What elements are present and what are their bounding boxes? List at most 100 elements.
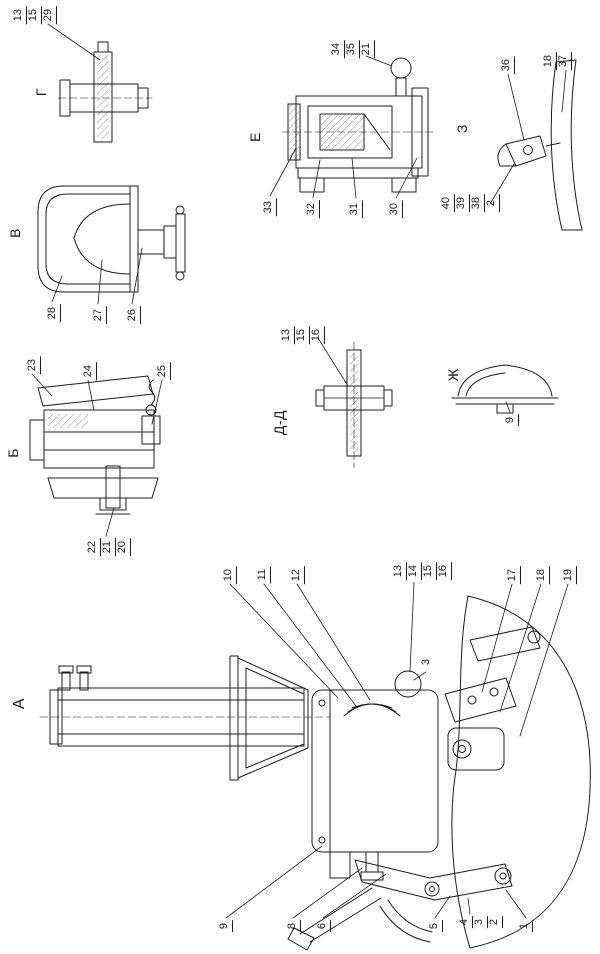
callout-number: 33 [262, 198, 277, 217]
bell-cover [237, 657, 309, 779]
callout-number: 26 [126, 306, 141, 325]
callout-number: 39 [455, 194, 470, 213]
callout-number: 16 [310, 326, 325, 345]
view-dd-drawing [315, 341, 393, 469]
callout-number: 14 [407, 562, 422, 581]
callout-11: 11 [256, 566, 271, 584]
view-v-drawing [37, 185, 186, 293]
callout-group-40-39-38-2: 40 39 38 2 [440, 194, 500, 213]
callout-23: 23 [26, 356, 41, 375]
callout-number: 23 [26, 356, 41, 375]
fender-outline [467, 595, 591, 949]
callout-28: 28 [46, 304, 61, 323]
callout-group-13-15-16: 13 15 16 [280, 326, 325, 345]
view-label-a: А [11, 698, 28, 710]
callout-number: 2 [485, 194, 500, 213]
callout-25: 25 [156, 362, 171, 381]
callout-number: 15 [27, 6, 42, 25]
callout-5: 5 [428, 920, 443, 933]
callout-number: 24 [82, 362, 97, 381]
callout-18: 18 [535, 566, 550, 585]
callout-group-34-35-21: 34 35 21 [330, 40, 375, 59]
callout-number: 3 [420, 659, 432, 666]
callout-26: 26 [126, 306, 141, 325]
callout-number: 12 [290, 566, 305, 585]
pitman-arm [354, 859, 513, 901]
callout-number: 18 [542, 52, 557, 71]
callout-number: 8 [286, 920, 301, 933]
callout-number: 13 [12, 6, 27, 25]
callout-group-4-3-2: 4 3 2 [458, 916, 503, 929]
callout-number: 35 [345, 40, 360, 59]
view-zh-drawing [451, 364, 559, 414]
callout-6: 6 [316, 920, 331, 933]
callout-27: 27 [92, 306, 107, 325]
view-z-drawing [497, 59, 583, 231]
callout-group-13-14-15-16: 13 14 15 16 [392, 562, 452, 581]
callout-number: 18 [535, 566, 550, 585]
cap-dome [457, 364, 553, 397]
callout-31: 31 [348, 200, 363, 219]
callout-number: 2 [488, 916, 503, 929]
callout-number: 15 [295, 326, 310, 345]
callout-12: 12 [290, 566, 305, 585]
view-label-e: Е [247, 132, 263, 142]
view-label-b: Б [5, 448, 21, 458]
callout-number: 3 [473, 916, 488, 929]
callout-19: 19 [562, 566, 577, 585]
callout-9-zh: 9 [504, 414, 519, 427]
callout-group-22-21-20: 22 21 20 [86, 538, 131, 557]
gear-housing [311, 689, 439, 853]
dome-cover-outline [37, 185, 131, 293]
callout-number: 6 [316, 920, 331, 933]
callout-number: 36 [500, 56, 515, 75]
callout-17: 17 [506, 566, 521, 585]
callout-number: 20 [116, 538, 131, 557]
callout-number: 38 [470, 194, 485, 213]
callout-group-18-37: 18 37 [542, 52, 572, 71]
callout-10: 10 [222, 566, 237, 585]
knob [390, 57, 412, 79]
callout-number: 5 [428, 920, 443, 933]
callout-number: 32 [305, 200, 320, 219]
through-bolt [105, 465, 121, 509]
callout-1: 1 [518, 920, 533, 933]
leader-lines [31, 23, 569, 919]
detail-circle [394, 670, 422, 698]
callout-number: 11 [256, 566, 271, 584]
callout-number: 22 [86, 538, 101, 557]
view-label-g: Г [33, 88, 49, 97]
callout-number: 28 [46, 304, 61, 323]
callout-group-13-15-29: 13 15 29 [12, 6, 57, 25]
break-line [451, 595, 471, 949]
detail-marker-3: 3 [420, 656, 434, 668]
callout-number: 34 [330, 40, 345, 59]
view-label-dd: Д-Д [271, 410, 287, 436]
callout-33: 33 [262, 198, 277, 217]
callout-number: 13 [280, 326, 295, 345]
callout-number: 31 [348, 200, 363, 219]
callout-number: 19 [562, 566, 577, 585]
callout-number: 9 [218, 920, 233, 933]
callout-24: 24 [82, 362, 97, 381]
callout-number: 16 [437, 562, 452, 581]
callout-36: 36 [500, 56, 515, 75]
grease-fitting [141, 415, 161, 445]
callout-number: 37 [557, 52, 572, 71]
view-e-drawing [281, 57, 437, 193]
callout-number: 21 [101, 538, 116, 557]
callout-number: 1 [518, 920, 533, 933]
callout-30: 30 [388, 200, 403, 219]
callout-number: 15 [422, 562, 437, 581]
view-label-zh: Ж [445, 368, 461, 382]
view-label-z: З [454, 124, 470, 133]
view-label-v: В [7, 228, 23, 238]
callout-9-a: 9 [218, 920, 233, 933]
panel-edge [550, 61, 563, 231]
callout-number: 30 [388, 200, 403, 219]
callout-number: 17 [506, 566, 521, 585]
callout-32: 32 [305, 200, 320, 219]
callout-number: 25 [156, 362, 171, 381]
